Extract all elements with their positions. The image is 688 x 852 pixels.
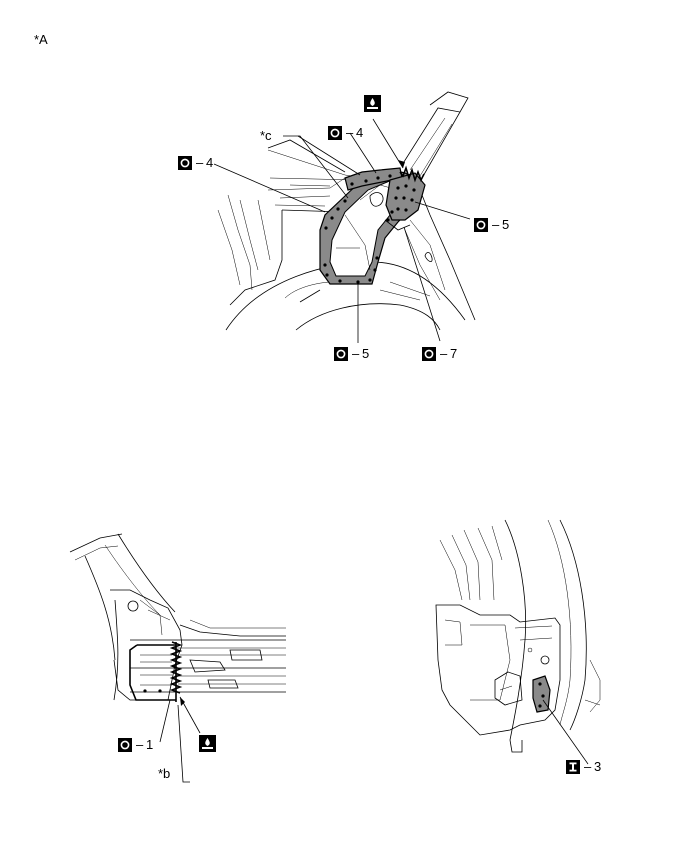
- dash: –: [136, 737, 144, 752]
- callout-line-bottom-right-weld: [542, 699, 589, 765]
- callout-line-b: [177, 704, 190, 783]
- dash: –: [440, 346, 448, 361]
- weld-label-bottom-right: 3: [594, 759, 601, 774]
- spot-weld-icon: [178, 156, 192, 170]
- spot-weld-icon: [334, 347, 348, 361]
- weld-label-top-bottom-right: 7: [450, 346, 457, 361]
- dash: –: [346, 125, 354, 140]
- bottom-left-illustration: [69, 533, 286, 702]
- callout-line-bottom-right: [403, 226, 441, 342]
- figure-id-label: *A: [34, 32, 48, 47]
- bottom-right-illustration: [435, 519, 601, 753]
- spot-weld-icon: [328, 126, 342, 140]
- sealer-brush-icon: [199, 735, 216, 752]
- dash: –: [492, 217, 500, 232]
- weld-points-top: [323, 174, 416, 284]
- callout-line-top-left: [213, 163, 326, 213]
- spot-weld-icon: [422, 347, 436, 361]
- dash: –: [352, 346, 360, 361]
- spot-weld-icon: [474, 218, 488, 232]
- weld-label-top-middle: 4: [356, 125, 363, 140]
- callout-b-label: *b: [158, 766, 170, 781]
- weld-label-bottom-left: 1: [146, 737, 153, 752]
- dash: –: [196, 155, 204, 170]
- weld-label-top-bottom-left: 5: [362, 346, 369, 361]
- callout-c-label: *c: [260, 128, 272, 143]
- callout-line-sealer-top: [372, 118, 404, 169]
- repair-patch: [532, 675, 551, 713]
- weld-label-top-right: 5: [502, 217, 509, 232]
- callout-line-top-middle: [349, 132, 377, 174]
- top-illustration: [217, 91, 476, 331]
- callout-line-bottom-left-weld: [159, 699, 171, 743]
- spot-weld-icon: [118, 738, 132, 752]
- weld-label-top-left: 4: [206, 155, 213, 170]
- plug-weld-icon: [566, 760, 580, 774]
- callout-line-top-right: [414, 201, 471, 220]
- sealer-brush-icon: [364, 95, 381, 112]
- dash: –: [584, 759, 592, 774]
- callout-line-c: [283, 135, 349, 199]
